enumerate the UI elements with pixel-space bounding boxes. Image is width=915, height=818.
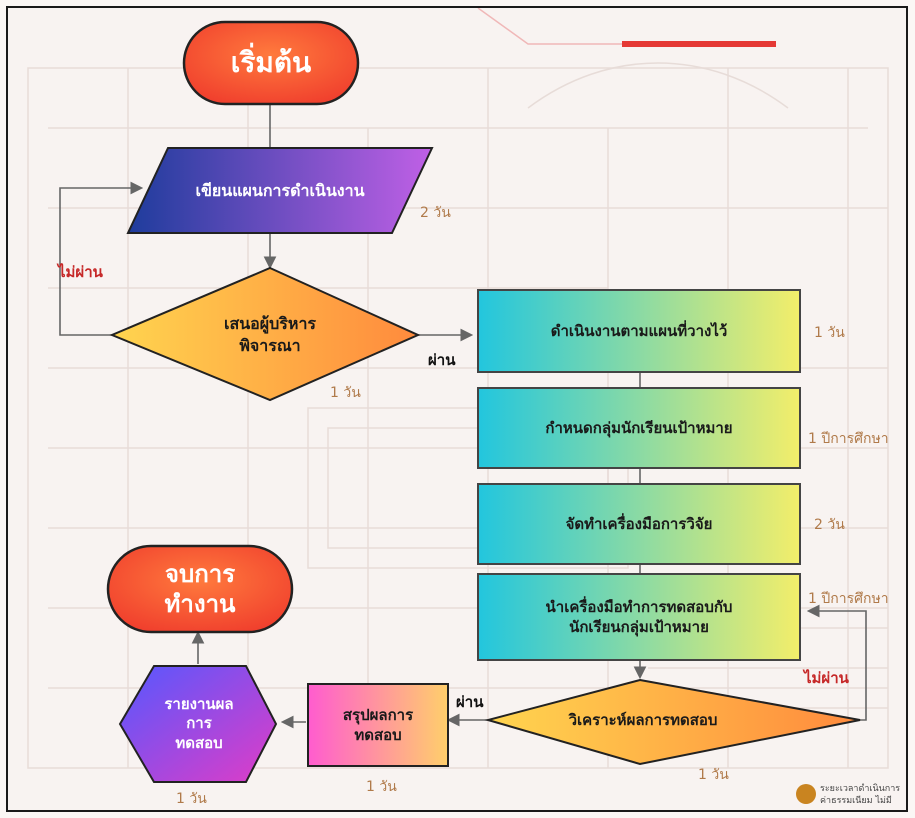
execute-label: ดำเนินงานตามแผนที่วางไว้ bbox=[550, 321, 728, 340]
diagram-frame: เริ่มต้น เขียนแผนการดำเนินงาน เสนอผู้บริ… bbox=[6, 6, 908, 812]
report-hexagon bbox=[118, 665, 278, 783]
start-label: เริ่มต้น bbox=[230, 46, 312, 80]
connector-fail-loop-bottom bbox=[806, 604, 867, 721]
duration-report: 1 วัน bbox=[176, 791, 207, 807]
pass-label-top: ผ่าน bbox=[428, 351, 456, 369]
duration-target: 1 ปีการศึกษา bbox=[808, 431, 889, 447]
flow-shapes bbox=[59, 20, 867, 804]
duration-execute: 1 วัน bbox=[814, 325, 845, 341]
duration-plan: 2 วัน bbox=[420, 205, 451, 221]
summary-label: สรุปผลการ ทดสอบ bbox=[342, 705, 414, 744]
legend-dot bbox=[796, 784, 816, 804]
legend-text: ระยะเวลาดำเนินการ ค่าธรรมเนียม ไม่มี bbox=[820, 784, 901, 806]
plan-parallelogram bbox=[126, 147, 434, 234]
start-terminal bbox=[182, 20, 360, 106]
duration-testing: 1 ปีการศึกษา bbox=[808, 591, 889, 607]
duration-tools: 2 วัน bbox=[814, 517, 845, 533]
propose-diamond bbox=[109, 266, 421, 402]
analyze-label: วิเคราะห์ผลการทดสอบ bbox=[568, 710, 718, 729]
analyze-diamond bbox=[484, 678, 861, 766]
duration-analyze: 1 วัน bbox=[698, 767, 729, 783]
fail-label-top: ไม่ผ่าน bbox=[58, 263, 103, 281]
summary-box bbox=[307, 683, 449, 767]
end-terminal bbox=[106, 544, 294, 634]
propose-label: เสนอผู้บริหาร พิจารณา bbox=[223, 314, 317, 355]
testing-label: นำเครื่องมือทำการทดสอบกับ นักเรียนกลุ่มเ… bbox=[545, 597, 733, 636]
duration-propose: 1 วัน bbox=[330, 385, 361, 401]
report-label: รายงานผล การ ทดสอบ bbox=[164, 694, 234, 752]
testing-box bbox=[477, 573, 801, 661]
connector-fail-loop-top bbox=[59, 181, 144, 336]
pass-label-bottom: ผ่าน bbox=[456, 693, 484, 711]
execute-box bbox=[477, 289, 801, 373]
fail-label-bottom: ไม่ผ่าน bbox=[804, 669, 849, 687]
target-label: กำหนดกลุ่มนักเรียนเป้าหมาย bbox=[545, 418, 733, 437]
tools-label: จัดทำเครื่องมือการวิจัย bbox=[565, 514, 713, 533]
plan-label: เขียนแผนการดำเนินงาน bbox=[195, 180, 365, 200]
duration-summary: 1 วัน bbox=[366, 779, 397, 795]
target-box bbox=[477, 387, 801, 469]
tools-box bbox=[477, 483, 801, 565]
end-label: จบการ ทำงาน bbox=[164, 560, 236, 618]
